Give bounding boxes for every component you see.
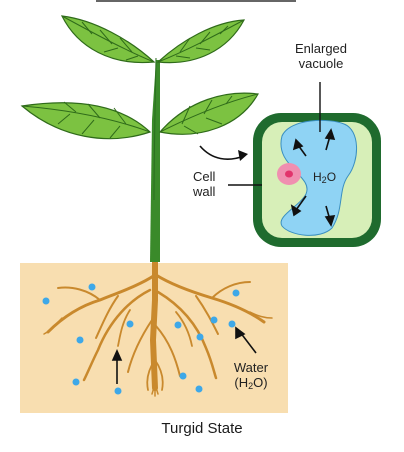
water-line2: (H2O) [234, 375, 268, 391]
water-label: Water (H2O) [226, 360, 276, 394]
enlarged-vacuole-label: Enlarged vacuole [287, 41, 355, 71]
cell-wall-line1: Cell [193, 169, 216, 184]
h2o-sub: 2 [321, 175, 327, 185]
cell [228, 82, 381, 247]
soil-arrows [111, 326, 257, 384]
root-system [43, 259, 273, 397]
h2o-o: O [326, 170, 337, 184]
cell-wall-label: Cell wall [193, 169, 215, 199]
enlarged-vacuole-line2: vacuole [298, 56, 344, 71]
plant-stem [150, 60, 160, 262]
enlarged-vacuole-line1: Enlarged [294, 41, 348, 56]
water-line1: Water [233, 360, 269, 375]
h2o-label: H2O [313, 170, 336, 188]
leaves [20, 15, 259, 140]
pointer-arrow [199, 145, 245, 160]
diagram-caption: Turgid State [161, 420, 243, 437]
h2o-h: H [313, 170, 322, 184]
water-molecules [42, 283, 240, 395]
cell-wall-line2: wall [193, 184, 216, 199]
